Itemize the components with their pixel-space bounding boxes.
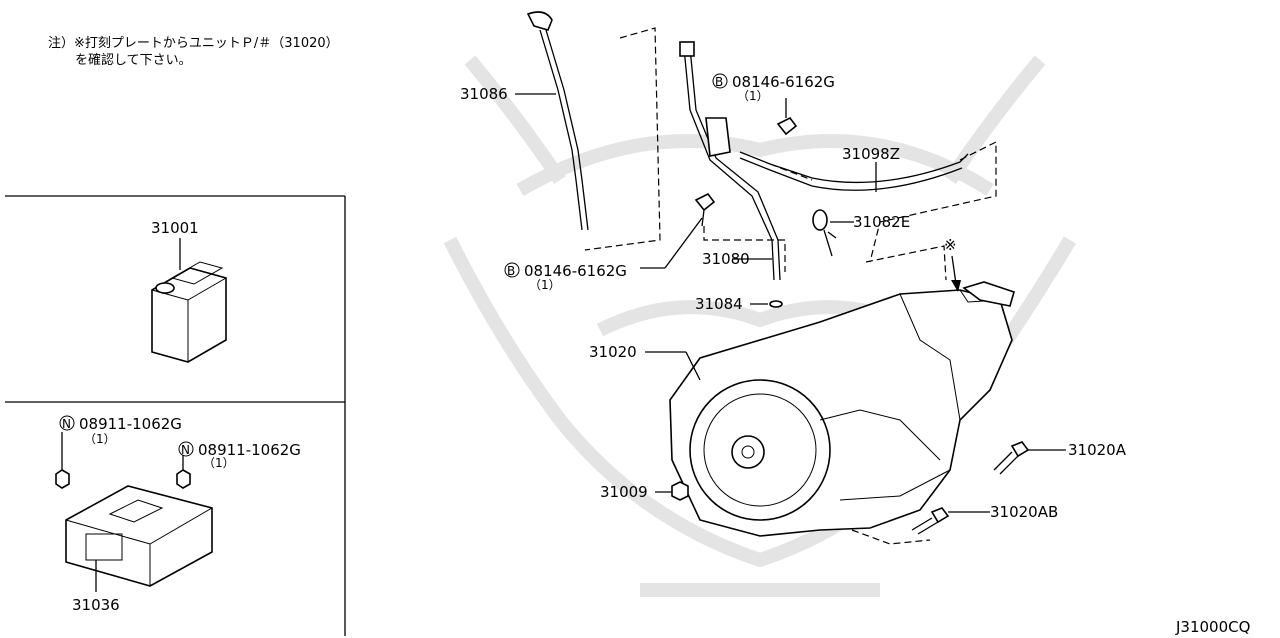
note-line-1: 注）※打刻プレートからユニットＰ/＃（31020） bbox=[48, 36, 339, 51]
bolt-left-prefix: B bbox=[507, 264, 515, 278]
dipstick-zone-dashed bbox=[584, 27, 661, 251]
nut-callout-2: N 08911-1062G （1） bbox=[178, 441, 301, 470]
nut-prefix-2: N bbox=[181, 443, 190, 457]
bolt-prefix-circle-left bbox=[504, 262, 520, 278]
filler-tube-31080[interactable] bbox=[679, 41, 781, 281]
nut-icon[interactable] bbox=[176, 455, 191, 489]
bolt-icon[interactable] bbox=[776, 98, 798, 136]
transmission-31020[interactable] bbox=[669, 281, 1015, 537]
label-31020ab: 31020AB bbox=[990, 503, 1058, 521]
bolt-top-number: 08146-6162G bbox=[732, 73, 835, 91]
leader-31020-d bbox=[685, 351, 701, 381]
label-31009: 31009 bbox=[600, 483, 648, 501]
left-panel-frames bbox=[5, 195, 346, 636]
bolt-left-number: 08146-6162G bbox=[524, 262, 627, 280]
label-31098z: 31098Z bbox=[842, 145, 900, 163]
bolt-left-qty: （1） bbox=[529, 278, 561, 292]
trans-top-dashed bbox=[865, 245, 947, 281]
bolt-31020ab[interactable] bbox=[911, 507, 950, 535]
control-unit-31036[interactable] bbox=[65, 485, 213, 592]
bolt-top-qty: （1） bbox=[737, 89, 769, 103]
label-31086: 31086 bbox=[460, 85, 508, 103]
label-31001: 31001 bbox=[151, 219, 199, 237]
label-31020: 31020 bbox=[589, 343, 637, 361]
marker-arrow-line bbox=[951, 255, 957, 285]
fluid-can-31001[interactable] bbox=[151, 238, 227, 363]
label-31036: 31036 bbox=[72, 596, 120, 614]
clip-31082e[interactable] bbox=[812, 209, 837, 257]
dipstick-31086[interactable] bbox=[515, 11, 589, 231]
label-31020a: 31020A bbox=[1068, 441, 1127, 459]
bolt-icon[interactable] bbox=[640, 192, 716, 269]
label-31080: 31080 bbox=[702, 250, 750, 268]
nut-number-1: 08911-1062G bbox=[79, 415, 182, 433]
nut-prefix-1: N bbox=[62, 417, 71, 431]
trans-bottom-dashed bbox=[851, 529, 931, 545]
marker-asterisk: ※ bbox=[944, 236, 957, 254]
diagram-code: J31000CQ bbox=[1175, 618, 1250, 636]
nut-qty-1: （1） bbox=[84, 432, 116, 446]
label-31082e: 31082E bbox=[853, 213, 910, 231]
label-31084: 31084 bbox=[695, 295, 743, 313]
bolt-31009[interactable] bbox=[671, 481, 689, 501]
note-line-2: を確認して下さい。 bbox=[75, 52, 192, 68]
cable-31098z[interactable] bbox=[739, 151, 969, 191]
o-ring-31084[interactable] bbox=[769, 300, 783, 308]
nut-callout-1: N 08911-1062G （1） bbox=[59, 415, 182, 446]
bolt-prefix-circle-top bbox=[712, 73, 728, 89]
bolt-top-prefix: B bbox=[715, 75, 723, 89]
cable-zone-dashed bbox=[769, 141, 997, 263]
bolt-31020a[interactable] bbox=[993, 441, 1030, 475]
nut-icon[interactable] bbox=[55, 432, 70, 489]
tube-zone-dashed bbox=[703, 226, 786, 272]
nut-number-2: 08911-1062G bbox=[198, 441, 301, 459]
nut-qty-2: （1） bbox=[203, 456, 235, 470]
marker-arrow-head bbox=[951, 280, 961, 292]
